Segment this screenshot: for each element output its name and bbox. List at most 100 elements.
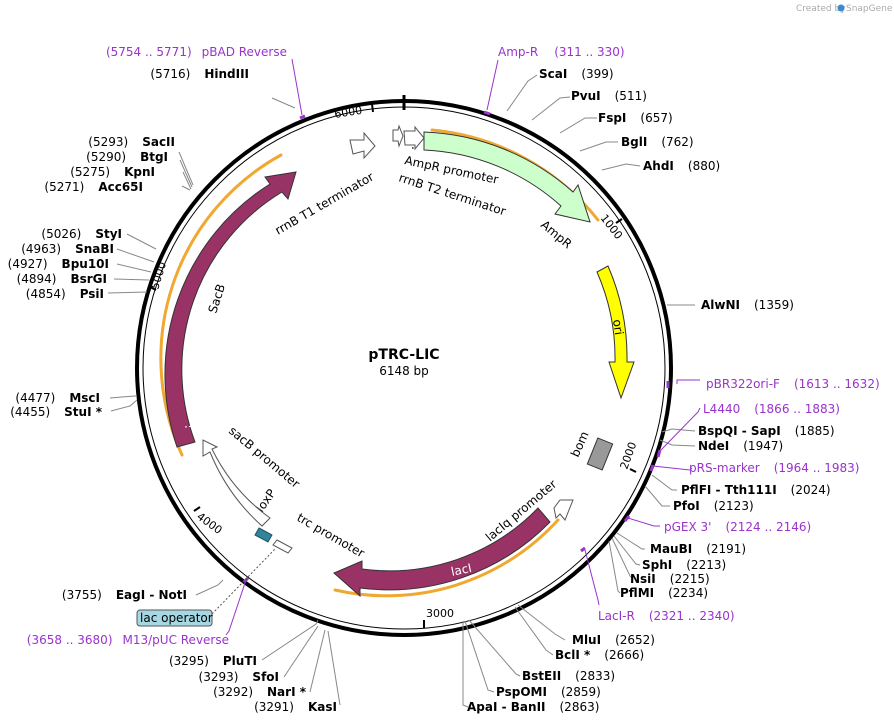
primer-pbad-reverse[interactable]: (5754 .. 5771)pBAD Reverse bbox=[106, 45, 287, 59]
enzyme-sacii[interactable]: (5293)SacII bbox=[88, 135, 175, 149]
feature-label-ori: ori bbox=[610, 318, 626, 335]
enzyme-leaders bbox=[107, 74, 696, 708]
tick-6000 bbox=[371, 103, 374, 113]
feature-label-laci: lacI bbox=[450, 561, 473, 579]
feature-laciq-promoter[interactable] bbox=[553, 499, 574, 521]
enzyme-sphi[interactable]: SphI(2213) bbox=[642, 558, 726, 572]
enzyme-pvui[interactable]: PvuI(511) bbox=[571, 89, 647, 103]
enzyme-ndei[interactable]: NdeI(1947) bbox=[698, 439, 783, 453]
enzyme-nsii[interactable]: NsiI(2215) bbox=[630, 572, 710, 586]
feature-rrnb-t1-terminator[interactable] bbox=[349, 131, 376, 160]
primer-laci-r[interactable]: LacI-R(2321 .. 2340) bbox=[598, 609, 735, 623]
lac-operator-box bbox=[136, 609, 213, 627]
tick-4000 bbox=[193, 506, 201, 512]
tick-label-1000: 1000 bbox=[598, 212, 625, 242]
tick-label-4000: 4000 bbox=[194, 510, 224, 537]
feature-rrnb-t2-terminator[interactable] bbox=[392, 124, 404, 148]
enzyme-bgli[interactable]: BglI(762) bbox=[621, 135, 694, 149]
enzyme-hindiii[interactable]: (5716)HindIII bbox=[150, 67, 249, 81]
primer-mark-ampr bbox=[483, 110, 491, 116]
enzyme-list-left: (5716)HindIII (5293)SacII (5290)BtgI (52… bbox=[8, 67, 337, 714]
feature-label-bom: bom bbox=[568, 429, 592, 459]
plasmid-size: 6148 bp bbox=[379, 364, 429, 378]
feature-ori[interactable] bbox=[596, 265, 635, 400]
plasmid-name: pTRC-LIC bbox=[368, 347, 439, 363]
enzyme-pspomi[interactable]: PspOMI(2859) bbox=[496, 685, 601, 699]
feature-sacb-promoter[interactable] bbox=[202, 439, 271, 527]
feature-label-ampr: AmpR bbox=[538, 218, 574, 252]
feature-loxp[interactable] bbox=[254, 527, 273, 543]
enzyme-bsrgi[interactable]: (4894)BsrGI bbox=[17, 272, 107, 286]
created-by-text: Created by bbox=[796, 4, 846, 14]
feature-label-trc-promoter: trc promoter bbox=[295, 510, 367, 560]
enzyme-apai-banii[interactable]: ApaI - BanII(2863) bbox=[467, 700, 599, 714]
enzyme-pluti[interactable]: (3295)PluTI bbox=[169, 654, 257, 668]
tick-label-2000: 2000 bbox=[618, 440, 640, 471]
snapgene-brand: Created by SnapGene bbox=[796, 4, 893, 14]
tick-label-3000: 3000 bbox=[426, 607, 454, 620]
lac-operator-label: lac operator bbox=[140, 611, 213, 625]
tick-2000 bbox=[629, 468, 637, 473]
enzyme-acc65i[interactable]: (5271)Acc65I bbox=[44, 180, 143, 194]
sacb-orf bbox=[159, 153, 283, 457]
enzyme-btgi[interactable]: (5290)BtgI bbox=[86, 150, 168, 164]
enzyme-bpu10i[interactable]: (4927)Bpu10I bbox=[8, 257, 109, 271]
primer-mark-prs bbox=[649, 464, 655, 472]
primer-list: (5754 .. 5771)pBAD Reverse Amp-R(311 .. … bbox=[27, 45, 880, 647]
feature-laci[interactable] bbox=[333, 507, 551, 598]
primer-mark-l4440 bbox=[656, 449, 662, 458]
enzyme-pflfi-tth111i[interactable]: PflFI - Tth111I(2024) bbox=[681, 483, 831, 497]
enzyme-kasi[interactable]: (3291)KasI bbox=[254, 700, 337, 714]
enzyme-bspqi-sapi[interactable]: BspQI - SapI(1885) bbox=[698, 424, 835, 438]
enzyme-styi[interactable]: (5026)StyI bbox=[41, 227, 122, 241]
enzyme-pflmi[interactable]: PflMI(2234) bbox=[620, 586, 708, 600]
primer-prs-marker[interactable]: pRS-marker(1964 .. 1983) bbox=[689, 461, 859, 475]
primer-mark-laci-r bbox=[580, 546, 586, 553]
primer-marks bbox=[242, 110, 670, 584]
brand-text: SnapGene bbox=[846, 4, 893, 14]
tick-label-5000: 5000 bbox=[148, 260, 169, 291]
enzyme-ahdi[interactable]: AhdI(880) bbox=[643, 159, 720, 173]
enzyme-list-right: ScaI(399) PvuI(511) FspI(657) BglI(762) … bbox=[467, 67, 835, 714]
primer-mark-pgex bbox=[623, 515, 631, 522]
enzyme-sfoi[interactable]: (3293)SfoI bbox=[199, 670, 279, 684]
tick-label-6000: 6000 bbox=[333, 104, 363, 121]
lac-operator[interactable]: lac operator bbox=[136, 547, 277, 627]
enzyme-msci[interactable]: (4477)MscI bbox=[15, 391, 100, 405]
feature-ampr-promoter[interactable] bbox=[403, 125, 425, 151]
laci-orf bbox=[333, 518, 560, 598]
enzyme-stui[interactable]: (4455)StuI * bbox=[10, 405, 102, 419]
enzyme-mlui[interactable]: MluI(2652) bbox=[572, 633, 655, 647]
enzyme-eagi-noti[interactable]: (3755)EagI - NotI bbox=[62, 588, 187, 602]
primer-amp-r[interactable]: Amp-R(311 .. 330) bbox=[498, 45, 625, 59]
enzyme-scai[interactable]: ScaI(399) bbox=[539, 67, 614, 81]
tick-1000 bbox=[615, 218, 623, 224]
primer-pgex-3[interactable]: pGEX 3'(2124 .. 2146) bbox=[664, 520, 811, 534]
enzyme-snabi[interactable]: (4963)SnaBI bbox=[21, 242, 114, 256]
enzyme-psii[interactable]: (4854)PsiI bbox=[26, 287, 104, 301]
primer-l4440[interactable]: L4440(1866 .. 1883) bbox=[703, 402, 840, 416]
tick-5000 bbox=[149, 286, 157, 291]
enzyme-nari[interactable]: (3292)NarI * bbox=[213, 685, 307, 699]
enzyme-bcli[interactable]: BclI *(2666) bbox=[555, 648, 644, 662]
enzyme-kpni[interactable]: (5275)KpnI bbox=[70, 165, 155, 179]
enzyme-maubi[interactable]: MauBI(2191) bbox=[650, 542, 746, 556]
primer-mark-pbad bbox=[299, 114, 306, 120]
feature-bom[interactable] bbox=[586, 437, 614, 471]
feature-trc-promoter[interactable] bbox=[272, 539, 293, 554]
enzyme-alwni[interactable]: AlwNI(1359) bbox=[701, 298, 794, 312]
feature-label-sacb-promoter: sacB promoter bbox=[226, 424, 302, 491]
enzyme-pfoi[interactable]: PfoI(2123) bbox=[673, 499, 754, 513]
feature-sacb[interactable] bbox=[164, 171, 297, 448]
lac-operator-leader bbox=[211, 547, 277, 615]
primer-m13-puc-reverse[interactable]: (3658 .. 3680)M13/pUC Reverse bbox=[27, 633, 229, 647]
feature-ampr[interactable] bbox=[423, 131, 591, 223]
snapgene-logo-icon bbox=[837, 4, 845, 12]
primer-pbr322ori-f[interactable]: pBR322ori-F(1613 .. 1632) bbox=[706, 377, 880, 391]
sacb-boundary bbox=[184, 424, 203, 428]
enzyme-fspi[interactable]: FspI(657) bbox=[598, 111, 673, 125]
enzyme-bsteii[interactable]: BstEII(2833) bbox=[522, 669, 615, 683]
primer-leaders bbox=[225, 58, 701, 636]
feature-label-sacb: SacB bbox=[206, 282, 229, 315]
